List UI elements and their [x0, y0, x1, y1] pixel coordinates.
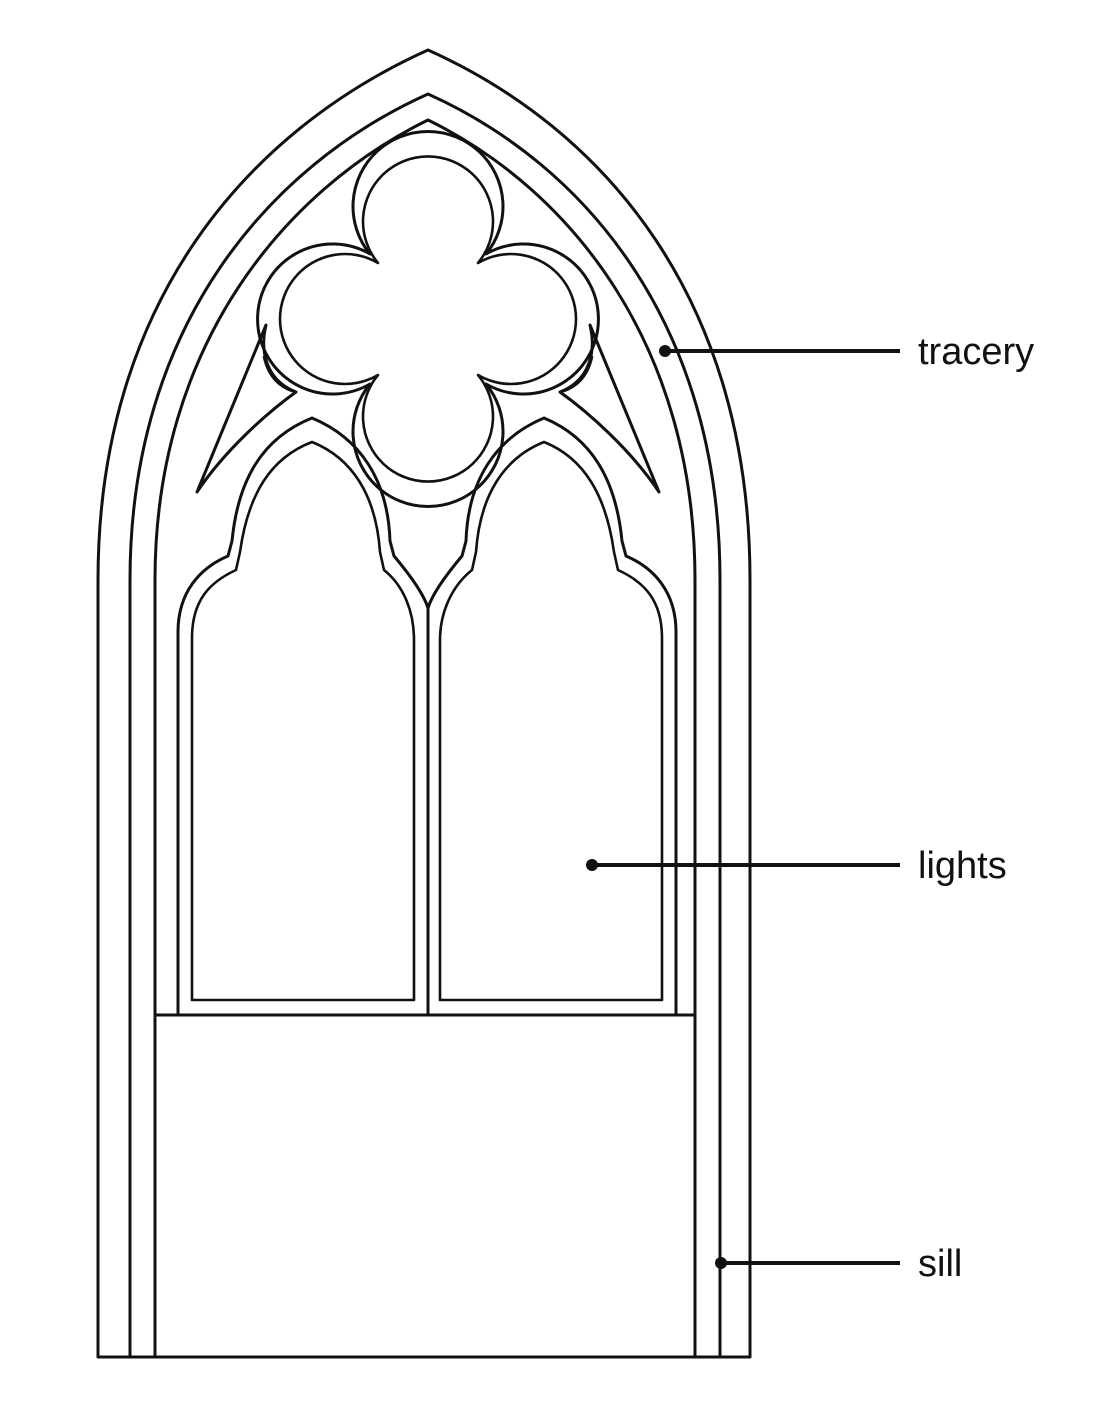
- left-dagger-inner: [262, 355, 294, 393]
- callout-tracery: tracery: [659, 331, 1034, 373]
- sill-label: sill: [918, 1243, 962, 1285]
- inner-arch-ring: [153, 118, 697, 1359]
- window-frame: [96, 48, 752, 1359]
- left-light-outer: [176, 416, 430, 1017]
- middle-arch-ring: [128, 92, 722, 1359]
- lights: [176, 416, 678, 1017]
- spandrel-daggers: [195, 323, 661, 494]
- callout-sill: sill: [715, 1243, 962, 1285]
- outer-arch-ring: [96, 48, 752, 1359]
- lights-label: lights: [918, 845, 1007, 887]
- tracery-label: tracery: [918, 331, 1034, 373]
- right-light-outer: [426, 416, 678, 1017]
- left-dagger: [195, 323, 298, 494]
- callout-lights: lights: [586, 845, 1007, 887]
- quatrefoil-inner: [278, 155, 578, 483]
- right-dagger: [558, 323, 661, 494]
- quatrefoil: [256, 130, 600, 508]
- left-light-inner: [190, 440, 416, 1002]
- right-light-inner: [438, 440, 664, 1002]
- right-dagger-inner: [562, 355, 594, 393]
- quatrefoil-outer: [256, 130, 600, 508]
